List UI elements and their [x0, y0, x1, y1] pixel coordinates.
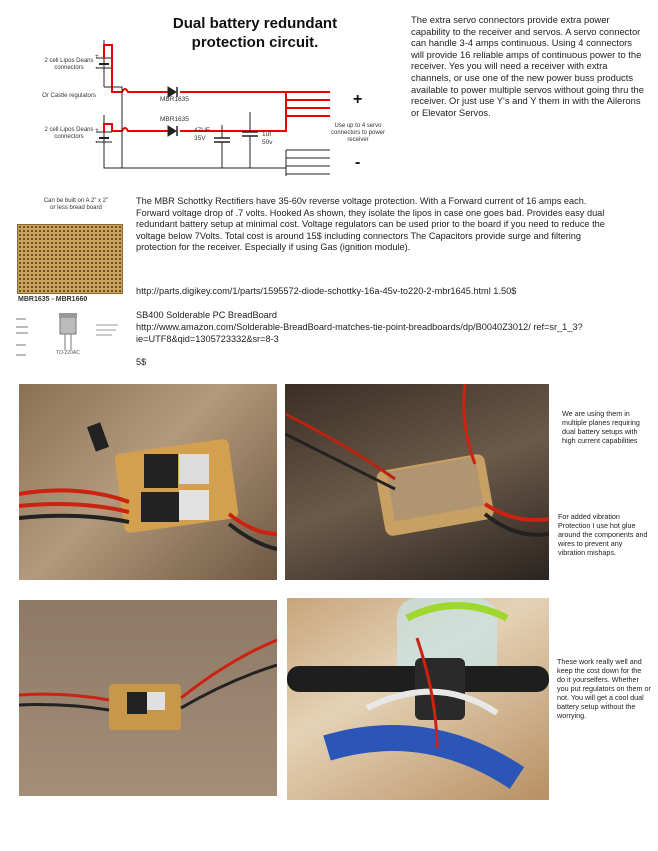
capacitor-47uf: [214, 125, 230, 168]
negative-symbol: -: [355, 154, 361, 171]
top-battery-label: 2 cell Lipos Deans connectors: [44, 58, 94, 71]
note-multiple-planes: We are using them in multiple planes req…: [562, 409, 640, 445]
description-paragraph: The MBR Schottky Rectifiers have 35-60v …: [136, 196, 605, 252]
breadboard-name: SB400 Solderable PC BreadBoard: [136, 310, 277, 320]
diode-1-label: MBR1635: [160, 96, 189, 103]
capacitor-47uf-label: 47UF 35V: [194, 127, 210, 142]
photo-installed: [287, 598, 549, 800]
photo-board-mounted: [19, 600, 277, 796]
bottom-battery-minus: -: [95, 138, 98, 145]
part-number-label: MBR1635 - MBR1660: [18, 296, 88, 303]
negative-rails: [103, 86, 330, 176]
bottom-battery-plus: +: [95, 127, 99, 134]
circuit-diagram: [96, 40, 330, 176]
positive-rails: [103, 44, 330, 132]
diode-2-symbol: [167, 125, 178, 137]
package-drawing: TO-220AC: [14, 310, 124, 374]
package-label: TO-220AC: [56, 350, 80, 356]
note-cost: These work really well and keep the cost…: [557, 657, 651, 720]
circuit-title: Dual battery redundant protection circui…: [172, 15, 338, 51]
photo-board-top: [19, 384, 277, 580]
bottom-battery: [96, 115, 112, 165]
breadboard-price: 5$: [136, 357, 147, 367]
positive-symbol: +: [353, 91, 363, 108]
bottom-battery-label: 2 cell Lipos Deans connectors: [44, 127, 94, 140]
diode-1-symbol: [167, 86, 178, 98]
top-battery-minus: -: [95, 64, 98, 71]
capacitor-1uf: [242, 112, 258, 168]
servo-connector-note: Use up to 4 servo connectors to power re…: [330, 123, 386, 143]
note-vibration: For added vibration Protection I use hot…: [558, 512, 648, 557]
breadboard-note: Can be built on A 2" x 2" or less bread …: [43, 198, 109, 211]
castle-label: Or Castle regulators: [42, 93, 96, 99]
intro-paragraph: The extra servo connectors provide extra…: [411, 14, 644, 118]
photo-board-glued: [285, 384, 549, 580]
top-battery-plus: +: [95, 53, 99, 60]
diode-2-label: MBR1635: [160, 116, 189, 123]
digikey-link[interactable]: http://parts.digikey.com/1/parts/1595572…: [136, 286, 517, 296]
breadboard-image: [17, 224, 123, 294]
amazon-link[interactable]: http://www.amazon.com/Solderable-BreadBo…: [136, 322, 583, 344]
capacitor-1uf-label: 1uf 50v: [262, 131, 273, 146]
to220-icon: [16, 313, 118, 356]
